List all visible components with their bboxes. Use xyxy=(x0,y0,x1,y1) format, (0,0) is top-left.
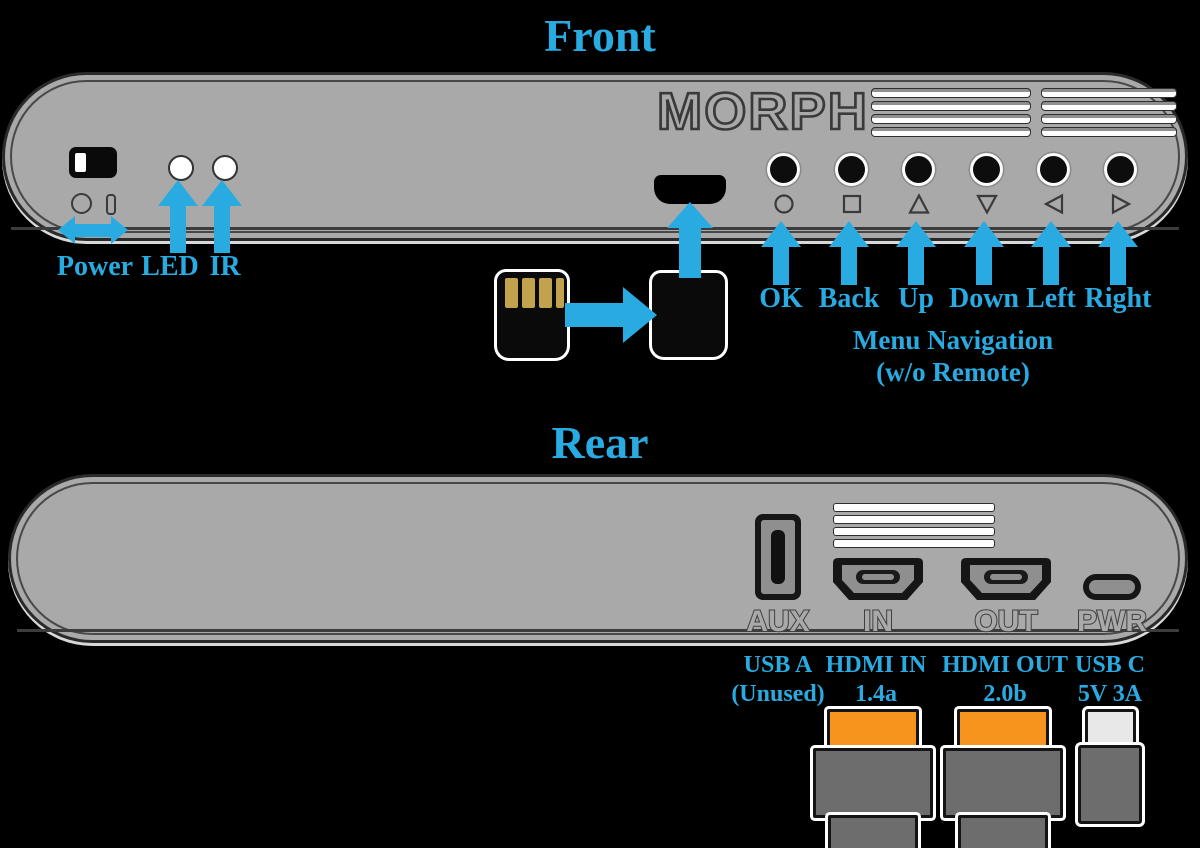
rear-title: Rear xyxy=(551,417,649,468)
usb-a-caption: USB A xyxy=(743,652,813,678)
front-vent-slot xyxy=(871,127,1031,137)
microsd-pin xyxy=(539,278,552,308)
ir-label: IR xyxy=(209,251,241,282)
up-label: Up xyxy=(898,283,934,314)
microsd-slot xyxy=(654,175,726,204)
microsd-slot-arrow-icon xyxy=(667,202,713,278)
svg-text:AUX: AUX xyxy=(746,605,809,638)
front-vent-slot xyxy=(871,88,1031,98)
front-vent-slot xyxy=(1041,114,1177,124)
rear-device-seam xyxy=(17,629,1179,632)
front-device-seam xyxy=(11,227,1179,230)
back-arrow-icon xyxy=(829,221,869,285)
down-label: Down xyxy=(948,283,1019,314)
usb-c-cable-tip xyxy=(1085,709,1136,751)
microsd-pin xyxy=(556,278,564,308)
power-switch-indicator xyxy=(75,153,86,172)
usb-a-caption-note: (Unused) xyxy=(731,681,825,707)
hdmi-in-caption-version: 1.4a xyxy=(855,681,897,707)
front-vent-slot xyxy=(871,114,1031,124)
left-label: Left xyxy=(1026,283,1076,314)
usb-c-caption-power: 5V 3A xyxy=(1077,681,1143,707)
morph-logo: MORPH xyxy=(656,83,869,139)
triangle-right-symbol-icon xyxy=(1111,193,1132,215)
hdmi-out-port xyxy=(961,558,1051,600)
ok-label: OK xyxy=(759,283,803,314)
usb-c-cable-body xyxy=(1078,745,1142,824)
ir-arrow-icon xyxy=(202,180,242,253)
left-arrow-icon xyxy=(1031,221,1071,285)
usb-c-port xyxy=(1083,574,1141,600)
hdmi-out-port-label: OUT xyxy=(973,604,1038,639)
ir-receiver xyxy=(212,155,238,181)
front-vent-slot xyxy=(871,101,1031,111)
front-vent-slot xyxy=(1041,101,1177,111)
hdmi-out-cable-tail xyxy=(958,815,1048,848)
usb-a-port xyxy=(755,514,801,600)
microsd-insert-arrow-icon xyxy=(565,287,657,343)
power-off-symbol-icon xyxy=(71,193,92,214)
microsd-pin xyxy=(522,278,535,308)
right-button xyxy=(1107,156,1134,183)
circle-symbol-icon xyxy=(774,194,794,214)
rear-vent-slot xyxy=(833,527,995,536)
svg-text:PWR: PWR xyxy=(1077,605,1147,638)
rear-vent-slot xyxy=(833,539,995,548)
power-label: Power xyxy=(56,251,134,282)
hdmi-in-cable-tail xyxy=(828,815,918,848)
led-indicator xyxy=(168,155,194,181)
hdmi-out-caption-version: 2.0b xyxy=(983,681,1027,707)
hdmi-in-caption: HDMI IN xyxy=(825,652,927,678)
power-on-symbol-icon xyxy=(106,194,116,215)
square-symbol-icon xyxy=(842,194,862,214)
rear-vent-slot xyxy=(833,503,995,512)
power-switch xyxy=(69,147,117,178)
ok-arrow-icon xyxy=(761,221,801,285)
led-label: LED xyxy=(141,251,199,282)
hdmi-in-cable-body xyxy=(813,748,933,818)
left-button xyxy=(1040,156,1067,183)
morph-logo-text: MORPH xyxy=(657,83,869,139)
front-vent-slot xyxy=(1041,127,1177,137)
up-arrow-icon xyxy=(896,221,936,285)
rear-device-body: AUX IN OUT PWR xyxy=(8,474,1188,643)
triangle-down-symbol-icon xyxy=(976,194,998,215)
svg-text:OUT: OUT xyxy=(974,605,1037,638)
back-label: Back xyxy=(818,283,880,314)
svg-text:IN: IN xyxy=(863,605,893,638)
microsd-pin xyxy=(505,278,518,308)
front-vent-slot xyxy=(1041,88,1177,98)
front-title: Front xyxy=(544,10,656,61)
rear-vent-slot xyxy=(833,515,995,524)
hdmi-in-port xyxy=(833,558,923,600)
down-button xyxy=(973,156,1000,183)
hdmi-in-port-label: IN xyxy=(862,604,894,639)
microsd-card xyxy=(497,272,567,358)
usb-c-caption: USB C xyxy=(1074,652,1146,678)
pwr-port-label: PWR xyxy=(1076,604,1148,639)
hdmi-out-caption: HDMI OUT xyxy=(942,652,1068,678)
power-arrow-icon xyxy=(58,216,128,244)
down-arrow-icon xyxy=(964,221,1004,285)
menu-navigation-label: Menu Navigation xyxy=(852,325,1054,355)
ok-button xyxy=(770,156,797,183)
back-button xyxy=(838,156,865,183)
microsd-card-back xyxy=(652,273,725,357)
hdmi-out-cable-body xyxy=(943,748,1063,818)
led-arrow-icon xyxy=(158,180,198,253)
menu-navigation-sublabel: (w/o Remote) xyxy=(876,357,1030,387)
right-arrow-icon xyxy=(1098,221,1138,285)
right-label: Right xyxy=(1084,283,1152,314)
up-button xyxy=(905,156,932,183)
triangle-left-symbol-icon xyxy=(1043,193,1064,215)
aux-port-label: AUX xyxy=(745,604,810,639)
triangle-up-symbol-icon xyxy=(908,193,930,214)
